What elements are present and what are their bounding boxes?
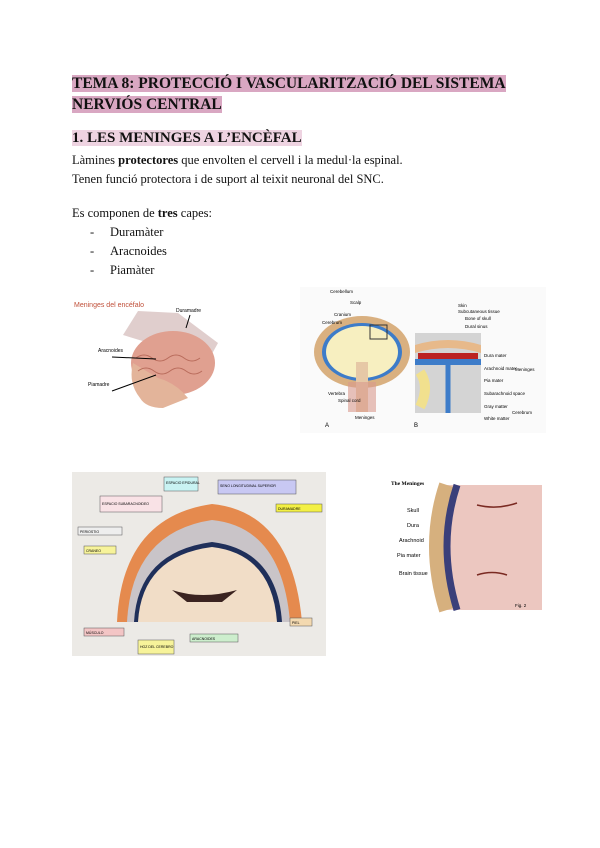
- figure-title: The Meninges: [391, 481, 424, 487]
- bullet: -: [90, 225, 95, 239]
- label: Subarachnoid space: [484, 391, 526, 396]
- bold-text: protectores: [118, 153, 179, 167]
- figure-title: Meninges del encéfalo: [74, 302, 144, 309]
- label: PIEL: [292, 621, 300, 625]
- label: Dural sinus: [465, 324, 488, 329]
- figure-caption: Fig. 2: [515, 603, 527, 608]
- label-duramadre: Duramadre: [176, 308, 201, 314]
- label: Subcutaneous tissue: [458, 309, 500, 314]
- figure-meninges-head: Meninges del encéfalo Duramadre Aracnoid…: [68, 283, 234, 428]
- label: Scalp: [350, 300, 362, 305]
- heading-text: 1. LES MENINGES A L’ENCÈFAL: [72, 130, 302, 146]
- label: PERIOSTIO: [80, 530, 99, 534]
- figure-meninges-section: ESPACIO EPIDURAL SENO LONGITUDINAL SUPER…: [72, 472, 326, 656]
- group-label: Cerebrum: [512, 410, 532, 415]
- label: DURAMADRE: [278, 507, 301, 511]
- page-title: TEMA 8: PROTECCIÓ I VASCULARITZACIÓ DEL …: [72, 73, 542, 115]
- label: SENO LONGITUDINAL SUPERIOR: [220, 484, 276, 488]
- figure-meninges-layers: The Meninges Skull Dura Arachnoid Pia ma…: [387, 475, 542, 615]
- bold-text: tres: [157, 206, 178, 220]
- text: que envolten el cervell i la medul·la es…: [178, 153, 403, 167]
- label: Arachnoid: [399, 538, 424, 544]
- label-aracnoides: Aracnoides: [98, 348, 124, 354]
- title-text: TEMA 8: PROTECCIÓ I VASCULARITZACIÓ DEL …: [72, 75, 506, 113]
- label: Cerebrum: [322, 320, 342, 325]
- label: ESPACIO SUBARACNOIDEO: [102, 502, 149, 506]
- section-heading: 1. LES MENINGES A L’ENCÈFAL: [72, 130, 302, 147]
- text: capes:: [177, 206, 213, 220]
- label: Bone of skull: [465, 316, 491, 321]
- figure-meninges-coronal: Cerebellum Scalp Cranium Cerebrum Verteb…: [300, 287, 546, 433]
- list-text: Piamàter: [110, 263, 155, 277]
- label: Gray matter: [484, 404, 508, 409]
- text: Làmines: [72, 153, 119, 167]
- label: Cranium: [334, 312, 351, 317]
- label: Cerebellum: [330, 289, 353, 294]
- label: ESPACIO EPIDURAL: [166, 481, 200, 485]
- label: MÚSCULO: [86, 631, 104, 635]
- label: Dura: [407, 523, 420, 529]
- label: HOZ DEL CEREBRO: [140, 645, 174, 649]
- paragraph-line-3: Es componen de tres capes:: [72, 206, 212, 221]
- label: Pia mater: [484, 378, 504, 383]
- label: CRANEO: [86, 549, 101, 553]
- text: Es componen de: [72, 206, 158, 220]
- label: Skin: [458, 303, 467, 308]
- label: Pia mater: [397, 553, 421, 559]
- label: Spinal cord: [338, 398, 361, 403]
- label: ARACNOIDES: [192, 637, 216, 641]
- label: Dura mater: [484, 353, 507, 358]
- label: Arachnoid mater: [484, 366, 518, 371]
- paragraph-line-1: Làmines protectores que envolten el cerv…: [72, 153, 403, 168]
- group-label: Meninges: [515, 367, 535, 372]
- list-item: - Duramàter: [90, 225, 163, 240]
- label: Vertebra: [328, 391, 346, 396]
- list-text: Duramàter: [110, 225, 164, 239]
- list-text: Aracnoides: [110, 244, 167, 258]
- bullet: -: [90, 244, 95, 258]
- label: Meninges: [355, 415, 375, 420]
- paragraph-line-2: Tenen funció protectora i de suport al t…: [72, 172, 384, 186]
- list-item: - Aracnoides: [90, 244, 167, 259]
- panel-label: A: [325, 423, 329, 429]
- label: Skull: [407, 508, 419, 514]
- label: White matter: [484, 416, 510, 421]
- label: Brain tissue: [399, 571, 428, 577]
- bullet: -: [90, 263, 95, 277]
- panel-label: B: [414, 423, 418, 429]
- label-piamadre: Piamadre: [88, 382, 110, 388]
- list-item: - Piamàter: [90, 263, 154, 278]
